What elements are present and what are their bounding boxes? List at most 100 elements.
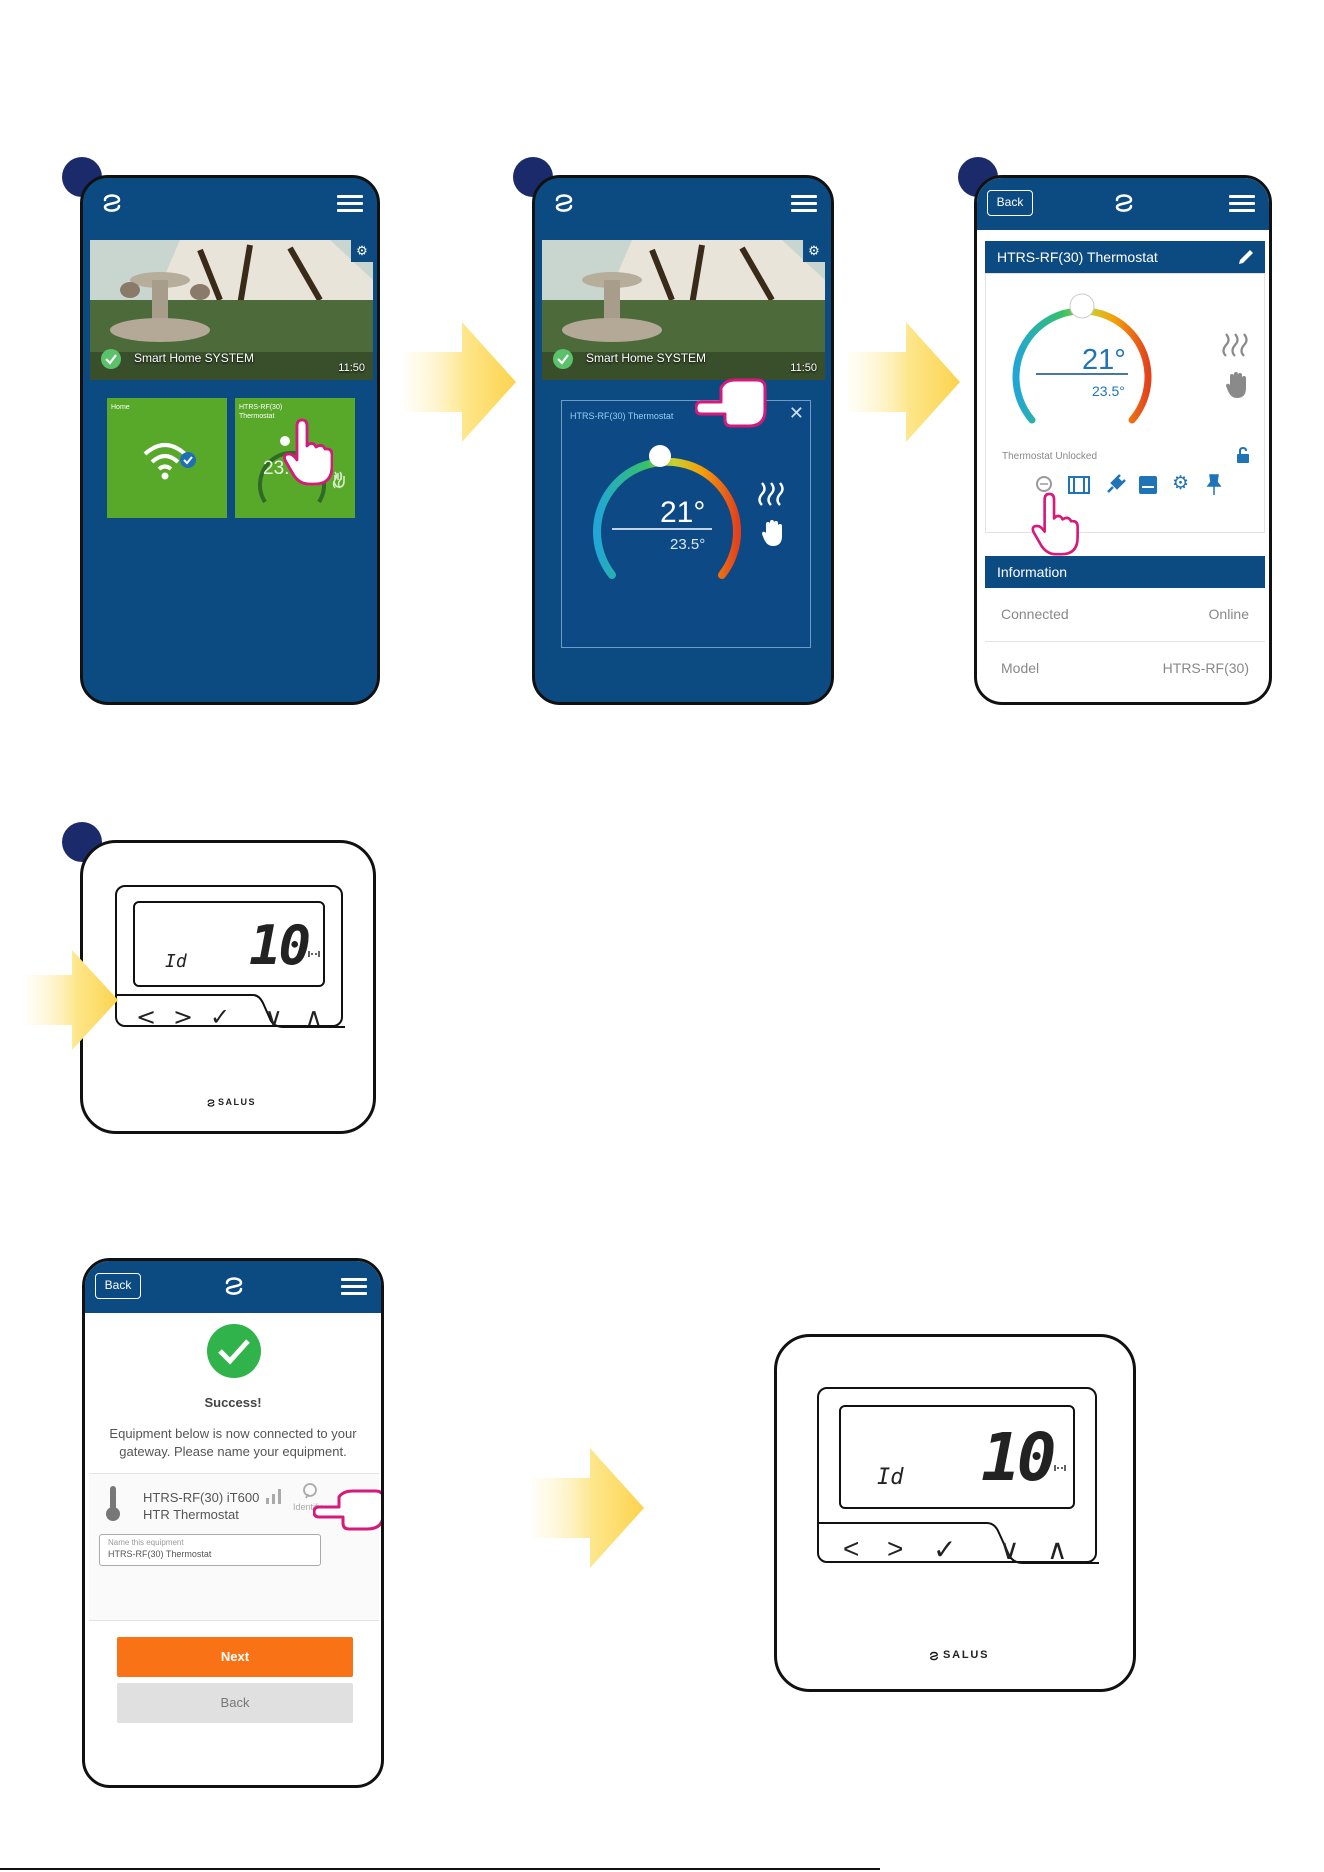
button-confirm[interactable]: ✓ bbox=[210, 1003, 231, 1031]
app-header bbox=[535, 178, 831, 230]
phone-screen-1: Smart Home SYSTEM 11:50 ⚙ Home HTRS-RF(3… bbox=[80, 175, 380, 705]
hand-pointer-icon bbox=[695, 378, 767, 428]
arrow-right-icon bbox=[848, 322, 960, 442]
next-button[interactable]: Next bbox=[117, 1637, 353, 1677]
home-photo-banner[interactable]: Smart Home SYSTEM 11:50 ⚙ bbox=[542, 240, 825, 380]
lock-status: Thermostat Unlocked bbox=[1002, 451, 1098, 462]
identify-icon[interactable] bbox=[301, 1482, 319, 1500]
salus-logo-icon bbox=[207, 1099, 215, 1107]
device-title-bar: HTRS-RF(30) Thermostat bbox=[985, 241, 1265, 273]
button-right[interactable]: > bbox=[173, 1003, 194, 1031]
success-title: Success! bbox=[204, 1395, 262, 1410]
lcd-frame bbox=[817, 1387, 1097, 1563]
garden-photo bbox=[542, 240, 825, 380]
current-temp: 23.5° bbox=[1092, 383, 1125, 399]
wifi-icon bbox=[143, 443, 196, 480]
tile-home[interactable]: Home bbox=[107, 398, 227, 518]
tile-thermostat-type: Thermostat bbox=[239, 413, 275, 420]
lock-icon[interactable] bbox=[1236, 447, 1250, 463]
garden-photo bbox=[90, 240, 373, 380]
success-message-line: gateway. Please name your equipment. bbox=[119, 1444, 347, 1459]
gear-icon[interactable]: ⚙ bbox=[1172, 473, 1190, 494]
button-down[interactable]: ∨ bbox=[999, 1534, 1020, 1565]
name-field-value: HTRS-RF(30) Thermostat bbox=[108, 1549, 212, 1559]
current-temp: 23.5° bbox=[670, 536, 706, 553]
button-down[interactable]: ∨ bbox=[265, 1003, 283, 1031]
device-card: HTRS-RF(30) iT600 HTR Thermostat Identif… bbox=[89, 1473, 379, 1621]
gear-icon[interactable]: ⚙ bbox=[803, 240, 825, 262]
hamburger-menu-icon[interactable] bbox=[341, 1278, 367, 1296]
hamburger-menu-icon[interactable] bbox=[1229, 195, 1255, 213]
salus-logo-icon bbox=[555, 194, 573, 212]
check-circle-icon bbox=[101, 349, 121, 369]
arrow-right-icon bbox=[26, 950, 118, 1050]
phone-screen-5: Back Success! Equipment below is now con… bbox=[82, 1258, 384, 1788]
back-button[interactable]: Back bbox=[95, 1273, 141, 1299]
pin-icon[interactable] bbox=[1206, 474, 1222, 496]
hamburger-menu-icon[interactable] bbox=[791, 195, 817, 213]
lcd-mode-text: Id bbox=[877, 1465, 904, 1490]
thermostat-ring bbox=[593, 445, 741, 579]
next-button-label: Next bbox=[220, 1649, 250, 1664]
info-key: Model bbox=[1001, 660, 1040, 676]
button-up[interactable]: ∧ bbox=[305, 1003, 323, 1031]
edit-pencil-icon[interactable] bbox=[1237, 248, 1255, 266]
device-control-panel: 21° 23.5° Thermostat Unlocked ⚙ bbox=[985, 273, 1265, 533]
salus-logo-icon bbox=[1115, 194, 1133, 212]
information-title: Information bbox=[997, 564, 1068, 580]
heat-waves-icon bbox=[1222, 333, 1248, 357]
salus-logo-icon bbox=[103, 194, 121, 212]
plug-icon[interactable] bbox=[1104, 474, 1126, 496]
card-title: HTRS-RF(30) Thermostat bbox=[570, 411, 674, 421]
signal-icon bbox=[308, 951, 320, 957]
hand-pointer-icon bbox=[283, 418, 333, 486]
thermostat-ring[interactable] bbox=[1002, 292, 1162, 442]
heat-waves-icon bbox=[758, 482, 784, 506]
brand-name: SALUS bbox=[218, 1097, 257, 1107]
lcd-mode-text: Id bbox=[165, 951, 187, 972]
lcd-frame bbox=[115, 885, 343, 1027]
check-circle-icon bbox=[207, 1324, 261, 1378]
check-circle-icon bbox=[553, 349, 573, 369]
gear-icon[interactable]: ⚙ bbox=[351, 240, 373, 262]
app-header bbox=[83, 178, 377, 230]
button-left[interactable]: < bbox=[136, 1003, 157, 1031]
success-message: Equipment below is now connected to your… bbox=[85, 1425, 381, 1461]
hand-manual-icon bbox=[762, 520, 782, 546]
success-message-line: Equipment below is now connected to your bbox=[109, 1426, 357, 1441]
close-icon[interactable]: ✕ bbox=[788, 403, 804, 423]
signal-bars-icon bbox=[266, 1489, 281, 1504]
button-up[interactable]: ∧ bbox=[1047, 1534, 1068, 1565]
lcd-bottom-notch bbox=[817, 1522, 1099, 1564]
identify-label[interactable]: Identify bbox=[293, 1502, 323, 1512]
back-secondary-label: Back bbox=[220, 1695, 250, 1710]
setpoint-temp: 21° bbox=[660, 496, 706, 529]
hand-manual-icon bbox=[333, 473, 345, 488]
button-confirm[interactable]: ✓ bbox=[933, 1534, 957, 1565]
battery-icon[interactable] bbox=[1138, 475, 1158, 495]
hamburger-menu-icon[interactable] bbox=[337, 195, 363, 213]
device-title: HTRS-RF(30) Thermostat bbox=[997, 249, 1158, 265]
lcd-number: 10 bbox=[981, 1419, 1057, 1496]
photo-caption: Smart Home SYSTEM bbox=[586, 351, 707, 365]
name-field[interactable]: Name this equipment HTRS-RF(30) Thermost… bbox=[99, 1534, 321, 1566]
home-photo-banner[interactable]: Smart Home SYSTEM 11:50 ⚙ bbox=[90, 240, 373, 380]
name-field-label: Name this equipment bbox=[108, 1538, 184, 1547]
identify-icon[interactable] bbox=[1034, 474, 1054, 494]
button-right[interactable]: > bbox=[887, 1533, 904, 1564]
device-action-toolbar: ⚙ bbox=[1034, 473, 1254, 498]
lcd-bottom-notch bbox=[115, 994, 345, 1028]
footer-rule bbox=[0, 1868, 880, 1870]
phone-screen-3: Back HTRS-RF(30) Thermostat 21° 23.5° Th… bbox=[974, 175, 1272, 705]
schedule-icon[interactable] bbox=[1068, 476, 1090, 494]
info-value: Online bbox=[1208, 606, 1249, 622]
info-row: Model HTRS-RF(30) bbox=[985, 642, 1265, 696]
app-header: Back bbox=[85, 1261, 381, 1313]
back-secondary-button[interactable]: Back bbox=[117, 1683, 353, 1723]
back-button[interactable]: Back bbox=[987, 190, 1033, 216]
hand-pointer-icon bbox=[313, 1489, 381, 1531]
info-value: HTRS-RF(30) bbox=[1162, 660, 1249, 676]
lcd-display: Id 10 bbox=[133, 901, 325, 987]
button-left[interactable]: < bbox=[843, 1533, 860, 1564]
thermostat-card[interactable]: HTRS-RF(30) Thermostat ✕ 21° 23.5° bbox=[561, 400, 811, 648]
